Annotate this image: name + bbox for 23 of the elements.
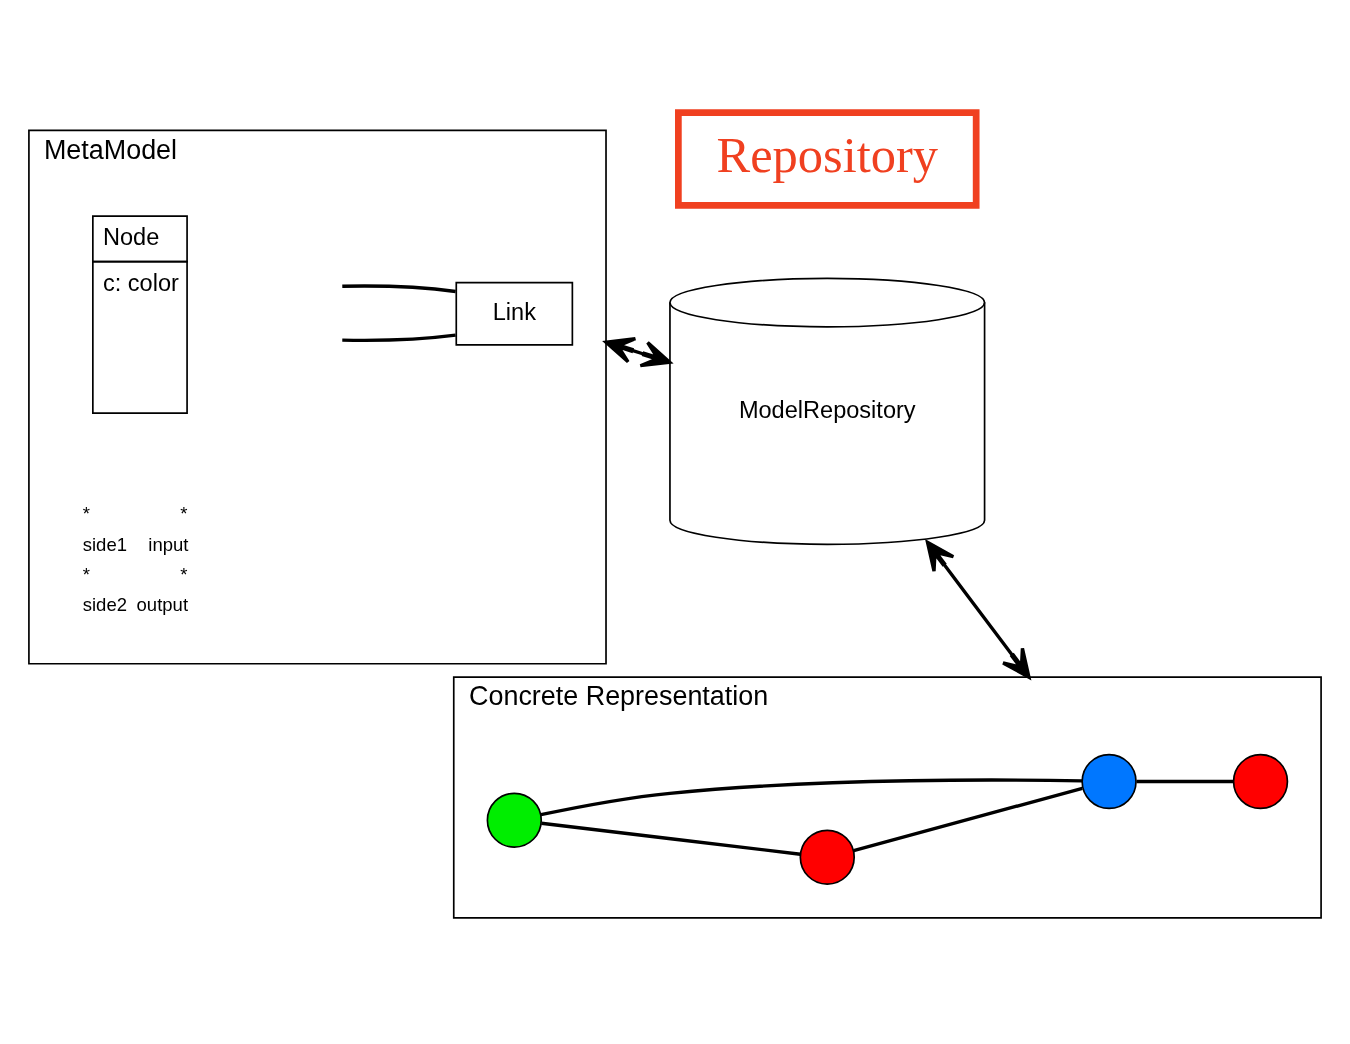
- label: *: [82, 503, 90, 525]
- node-circle: [486, 792, 543, 848]
- label: *: [180, 503, 188, 525]
- connector: [540, 778, 1083, 817]
- label: *: [82, 563, 90, 585]
- node-circle: [1232, 753, 1289, 810]
- node-box: Repository: [675, 109, 980, 209]
- label: *: [180, 563, 188, 585]
- node-circle: [1081, 753, 1137, 810]
- connector: [342, 284, 456, 294]
- label: side2: [82, 594, 127, 616]
- label: side1: [82, 533, 127, 555]
- connector: [541, 821, 801, 856]
- node-box: Link: [455, 281, 574, 346]
- connector: [853, 786, 1083, 853]
- node-circle: [799, 829, 856, 885]
- connector: [1136, 779, 1234, 784]
- label: input: [148, 533, 189, 555]
- connector: [342, 333, 456, 342]
- cluster: Concrete Representation: [452, 676, 1322, 919]
- arrow: [604, 337, 672, 368]
- arrow: [925, 540, 1031, 679]
- label: output: [136, 594, 189, 616]
